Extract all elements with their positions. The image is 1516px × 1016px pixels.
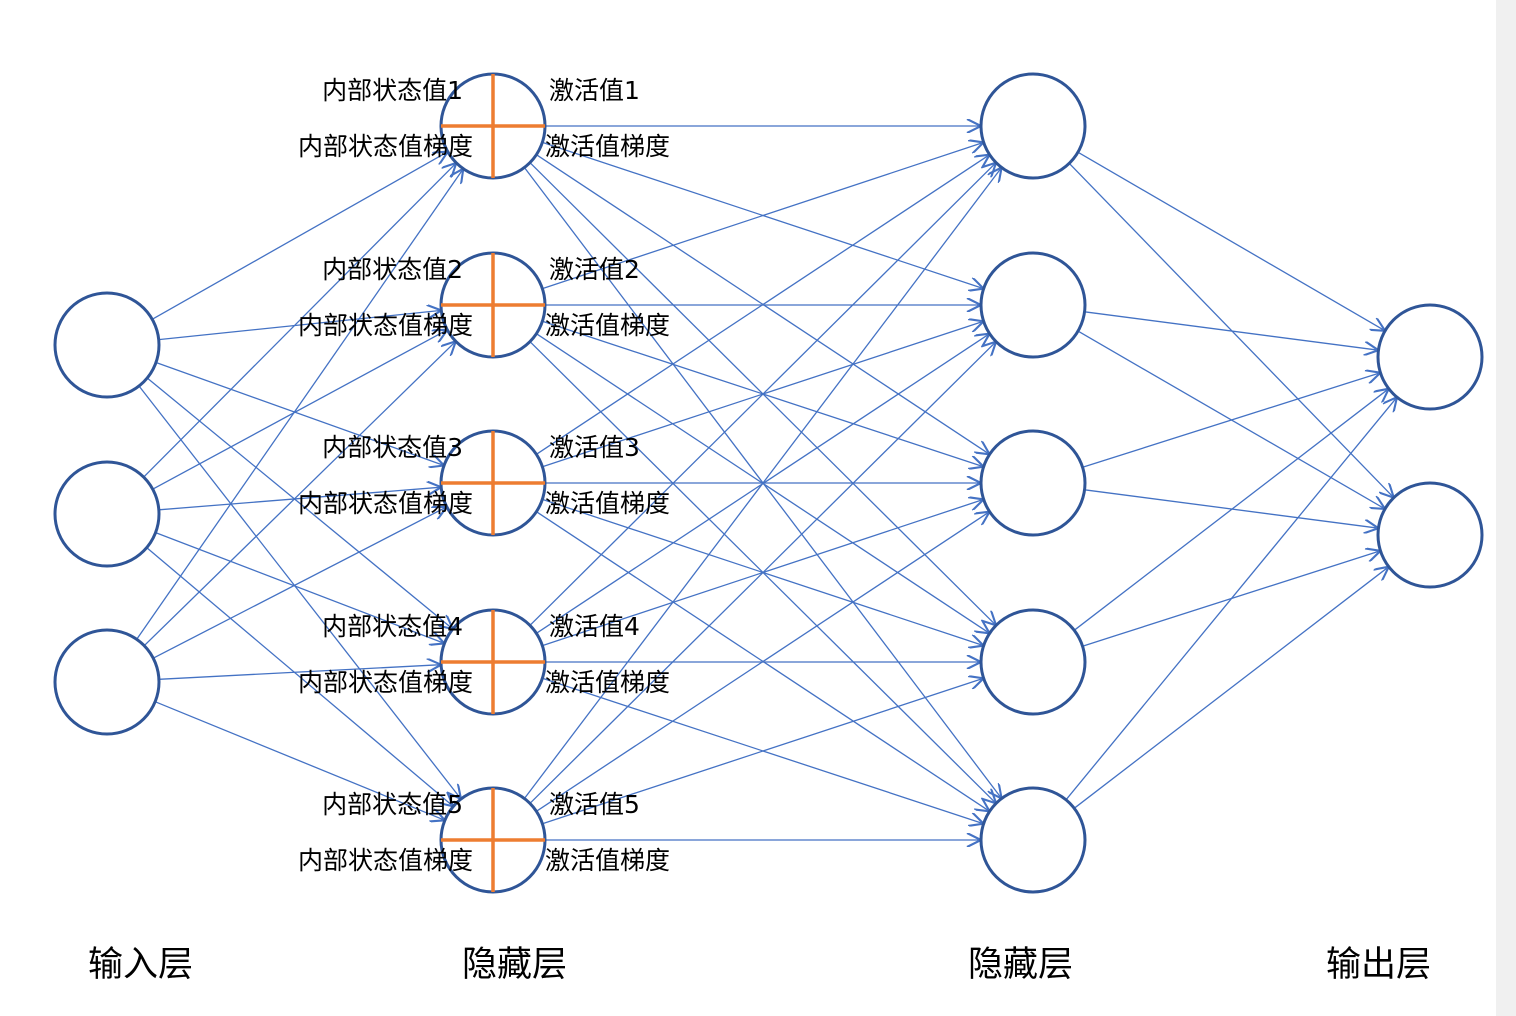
layer-label-input: 输入层 bbox=[88, 945, 193, 985]
input-hidden1-edge-3-5 bbox=[154, 701, 445, 821]
input-neuron-2 bbox=[53, 460, 161, 568]
hidden2-output-edge-5-2 bbox=[1073, 567, 1389, 809]
hidden1-node-4-activation-label: 激活值4 bbox=[549, 612, 640, 641]
input-hidden1-edge-2-1 bbox=[143, 163, 457, 478]
hidden2-output-edge-5-1 bbox=[1065, 397, 1397, 801]
layer-label-hidden-1: 隐藏层 bbox=[462, 945, 567, 985]
hidden1-node-3-state-gradient-label: 内部状态值梯度 bbox=[298, 489, 473, 518]
input-hidden1-edge-2-5 bbox=[146, 547, 454, 807]
input-hidden1-edge-3-3 bbox=[152, 507, 447, 659]
hidden1-node-1-state-gradient-label: 内部状态值梯度 bbox=[298, 132, 473, 161]
hidden2-output-edge-4-1 bbox=[1073, 389, 1389, 631]
input-hidden1-edge-1-4 bbox=[146, 377, 453, 629]
input-hidden1-edge-3-2 bbox=[143, 341, 456, 647]
hidden1-hidden2-edge-4-1 bbox=[529, 163, 996, 626]
hidden1-node-5-state-gradient-label: 内部状态值梯度 bbox=[298, 846, 473, 875]
hidden1-node-3-activation-gradient-label: 激活值梯度 bbox=[545, 489, 670, 518]
input-neuron-1 bbox=[53, 291, 161, 399]
hidden1-node-2-state-label: 内部状态值2 bbox=[322, 255, 463, 284]
hidden2-neuron-4 bbox=[979, 608, 1087, 716]
input-hidden1-edge-2-2 bbox=[152, 330, 448, 490]
hidden1-hidden2-edge-2-1 bbox=[542, 142, 983, 290]
input-neuron-3 bbox=[53, 628, 161, 736]
hidden1-node-4-state-label: 内部状态值4 bbox=[322, 612, 463, 641]
hidden1-node-2-state-gradient-label: 内部状态值梯度 bbox=[298, 311, 473, 340]
hidden2-neuron-5 bbox=[979, 786, 1087, 894]
hidden2-neuron-1 bbox=[979, 72, 1087, 180]
hidden1-node-5-activation-gradient-label: 激活值梯度 bbox=[545, 846, 670, 875]
input-hidden1-edge-3-4 bbox=[158, 665, 441, 680]
hidden1-node-1-activation-gradient-label: 激活值梯度 bbox=[545, 132, 670, 161]
input-hidden1-edge-2-4 bbox=[155, 531, 445, 644]
input-hidden1-edge-1-1 bbox=[151, 152, 448, 320]
hidden1-hidden2-edge-3-1 bbox=[536, 155, 989, 455]
node-labels: 内部状态值1内部状态值梯度激活值1激活值梯度内部状态值2内部状态值梯度激活值2激… bbox=[298, 76, 670, 875]
page-edge-strip bbox=[1496, 0, 1516, 1016]
hidden1-node-4-state-gradient-label: 内部状态值梯度 bbox=[298, 668, 473, 697]
hidden1-hidden2-edge-5-3 bbox=[536, 512, 989, 812]
hidden1-hidden2-edge-5-4 bbox=[542, 678, 983, 825]
input-hidden1-edge-2-3 bbox=[158, 487, 441, 511]
neuron-nodes bbox=[53, 72, 1484, 894]
hidden1-node-1-activation-label: 激活值1 bbox=[549, 76, 640, 105]
input-hidden1-edge-1-5 bbox=[138, 385, 461, 799]
output-neuron-1 bbox=[1376, 303, 1484, 411]
input-hidden1-edge-1-2 bbox=[158, 310, 442, 341]
hidden2-output-edge-3-1 bbox=[1082, 373, 1381, 468]
hidden2-output-edge-1-1 bbox=[1077, 151, 1385, 331]
hidden1-node-4-activation-gradient-label: 激活值梯度 bbox=[545, 668, 670, 697]
hidden1-node-2-activation-gradient-label: 激活值梯度 bbox=[545, 311, 670, 340]
connection-edges bbox=[136, 126, 1397, 840]
hidden2-neuron-2 bbox=[979, 251, 1087, 359]
hidden1-hidden2-edge-5-2 bbox=[529, 342, 996, 804]
hidden2-neuron-3 bbox=[979, 429, 1087, 537]
hidden2-output-edge-2-1 bbox=[1084, 311, 1379, 350]
hidden1-node-5-activation-label: 激活值5 bbox=[549, 790, 640, 819]
hidden1-node-5-state-label: 内部状态值5 bbox=[322, 790, 463, 819]
output-neuron-2 bbox=[1376, 481, 1484, 589]
hidden1-node-3-activation-label: 激活值3 bbox=[549, 433, 640, 462]
hidden1-node-2-activation-label: 激活值2 bbox=[549, 255, 640, 284]
layer-labels: 输入层 隐藏层 隐藏层 输出层 bbox=[88, 945, 1431, 985]
hidden1-hidden2-edge-5-1 bbox=[523, 168, 1001, 799]
input-hidden1-edge-1-3 bbox=[155, 361, 444, 466]
input-hidden1-edge-3-1 bbox=[136, 169, 464, 640]
hidden1-node-3-state-label: 内部状态值3 bbox=[322, 433, 463, 462]
hidden1-node-1-state-label: 内部状态值1 bbox=[322, 76, 463, 105]
layer-label-hidden-2: 隐藏层 bbox=[968, 945, 1073, 985]
layer-label-output: 输出层 bbox=[1326, 945, 1431, 985]
